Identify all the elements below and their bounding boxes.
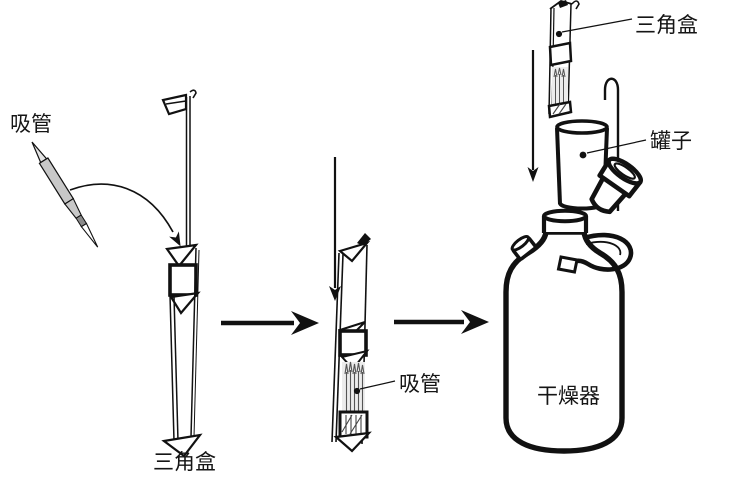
desiccator: 干燥器 <box>503 208 634 454</box>
curved-arrow-head <box>169 231 181 247</box>
callout-line-box <box>561 18 633 33</box>
desiccator-neck <box>541 208 589 233</box>
stopper <box>589 156 644 215</box>
curved-arrow <box>69 183 174 233</box>
box-top-curl <box>571 0 580 10</box>
pipette-tip-top <box>31 141 48 164</box>
right-box-label: 三角盒 <box>635 14 698 37</box>
callout-dot-pipette <box>353 387 361 395</box>
box-mid-triangle <box>169 291 201 315</box>
stopper-cap-top <box>606 156 644 186</box>
callout-dot-box <box>555 30 563 38</box>
pipette-bundle-bg <box>342 362 365 412</box>
callout-line-pipette <box>359 380 396 390</box>
box-top-flap <box>357 233 371 246</box>
box-window <box>168 263 198 297</box>
lid-curl <box>189 89 197 99</box>
triangle-box-right <box>547 0 580 119</box>
arrow-head <box>461 310 489 334</box>
middle-pipette-label: 吸管 <box>399 373 441 396</box>
lid-flap <box>161 93 188 116</box>
callout-dot-jar <box>579 151 587 159</box>
panel-right: 三角盒 罐子 <box>503 0 698 454</box>
hook-wire <box>603 77 620 211</box>
callout-line-jar <box>586 139 647 154</box>
down-arrow-right-head <box>527 167 539 182</box>
triangle-box-middle <box>331 233 372 453</box>
jar-rim <box>555 119 609 135</box>
transition-arrow-2 <box>394 310 489 334</box>
neck-opening <box>542 208 588 224</box>
stopper-plug <box>589 173 630 215</box>
box-bottom-band <box>547 100 573 119</box>
pipette-bundle-lines <box>553 67 566 106</box>
panel-middle: 吸管 <box>329 157 441 453</box>
box-top-flap <box>558 0 568 8</box>
handle-clip <box>556 255 579 274</box>
desiccator-label: 干燥器 <box>537 385 600 408</box>
right-jar-label: 罐子 <box>650 130 692 153</box>
box-bottom-triangle <box>333 431 372 453</box>
transition-arrow-1 <box>221 311 319 335</box>
pipette-bundle-lines <box>344 361 365 412</box>
desiccator-handle <box>556 232 634 274</box>
box-top-triangle <box>337 240 371 263</box>
triangle-box-left <box>161 243 203 458</box>
left-box-label: 三角盒 <box>153 451 216 474</box>
box-top-edge <box>549 0 573 10</box>
stopper-cap-inner <box>613 162 636 180</box>
panel-left: 吸管 三角盒 <box>10 89 216 474</box>
pipette-tip-bottom <box>80 222 99 248</box>
box-top-triangle <box>165 243 199 268</box>
down-arrow-middle-head <box>329 286 341 301</box>
box-window <box>548 41 573 67</box>
left-pipette-label: 吸管 <box>10 113 52 136</box>
arrow-head <box>291 311 319 335</box>
box-bottom-triangle <box>161 433 203 458</box>
pipette-body <box>38 157 75 205</box>
desiccator-knob <box>510 234 538 261</box>
pipette-illustration <box>31 141 99 248</box>
